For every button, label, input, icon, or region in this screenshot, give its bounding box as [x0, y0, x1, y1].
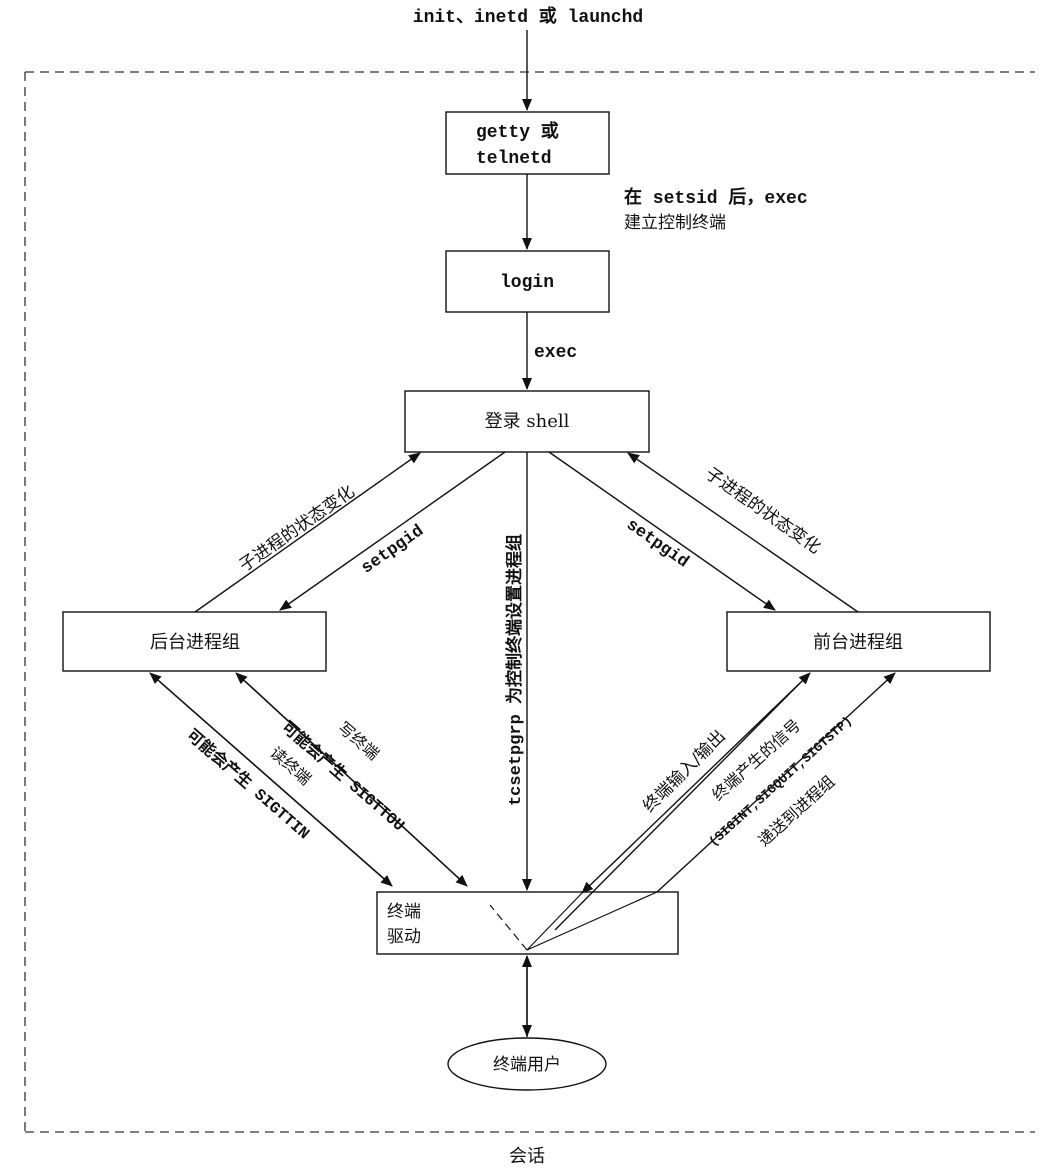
- terminal-io-label: 终端输入/输出: [639, 726, 729, 816]
- signals-label-line1: 终端产生的信号: [708, 715, 804, 804]
- child-state-left-label: 子进程的状态变化: [236, 482, 359, 576]
- terminal-user-label: 终端用户: [493, 1055, 561, 1075]
- background-process-group-box: 后台进程组: [62, 611, 327, 672]
- getty-box: getty 或 telnetd: [445, 111, 610, 175]
- terminal-driver-label-line1: 终端: [387, 902, 421, 922]
- login-shell-label: 登录 shell: [485, 411, 570, 432]
- background-group-label: 后台进程组: [150, 632, 240, 653]
- login-shell-box: 登录 shell: [404, 390, 650, 453]
- setsid-label-line2: 建立控制终端: [624, 213, 726, 233]
- terminal-driver-label-line2: 驱动: [387, 927, 421, 947]
- arrow-terminal-io-down: [581, 682, 801, 894]
- driver-converge-lines: [489, 891, 658, 951]
- arrow-setpgid-left: [279, 451, 506, 611]
- session-boundary: [24, 71, 1035, 1133]
- foreground-group-label: 前台进程组: [813, 632, 903, 653]
- arrow-sigttin-head: [159, 681, 393, 887]
- arrow-signals: [656, 672, 896, 893]
- foreground-process-group-box: 前台进程组: [726, 611, 991, 672]
- exec-label: exec: [534, 343, 577, 363]
- sigttou-label-line2: 写终端: [334, 718, 383, 764]
- top-label: init、inetd 或 launchd: [413, 5, 643, 28]
- arrow-terminal-io-up: [554, 672, 811, 931]
- session-label: 会话: [509, 1146, 545, 1167]
- arrow-child-state-left: [194, 452, 421, 613]
- getty-label-line2: telnetd: [476, 149, 552, 169]
- login-box: login: [445, 250, 610, 313]
- arrow-sigttou-head: [245, 681, 468, 887]
- getty-label-line1: getty 或: [476, 120, 559, 143]
- terminal-driver-box: 终端 驱动: [376, 891, 679, 955]
- terminal-user-ellipse: 终端用户: [447, 1037, 607, 1091]
- arrow-setpgid-right: [548, 451, 776, 611]
- child-state-right-label: 子进程的状态变化: [701, 464, 824, 558]
- setsid-label-line1: 在 setsid 后，exec: [624, 186, 808, 209]
- tcsetpgrp-label: tcsetpgrp 为控制终端设置进程组: [504, 534, 526, 806]
- login-label: login: [500, 273, 554, 293]
- arrow-child-state-right: [627, 452, 859, 613]
